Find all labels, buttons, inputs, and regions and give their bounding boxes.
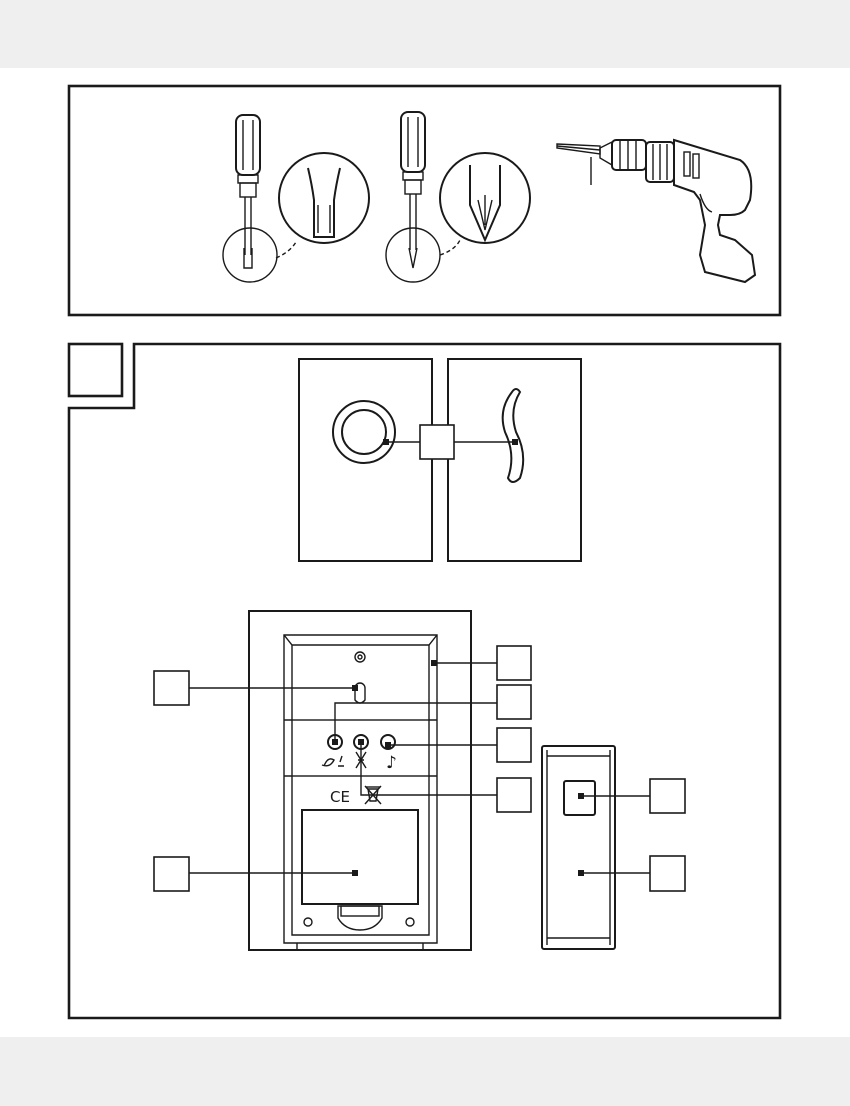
callout-housing	[496, 645, 532, 681]
music-note-icon: ♪	[386, 753, 397, 773]
transmitter-button	[563, 780, 596, 816]
ce-mark: CE	[330, 788, 350, 806]
transmitter-outline	[541, 745, 616, 950]
callout-transmitter-button	[649, 778, 686, 814]
phillips-screwdriver-icon	[385, 111, 531, 283]
callout-battery-lid	[153, 856, 190, 892]
detail-inset	[298, 358, 582, 562]
callout-pairing-button	[496, 777, 532, 813]
bottom-margin-band	[0, 1037, 850, 1106]
parts-panel: ♪ CE	[67, 342, 782, 1020]
transmitter-view	[541, 745, 616, 950]
adhesive-strip	[501, 388, 525, 483]
detail-callout	[419, 424, 455, 460]
callout-transmitter-body	[649, 855, 686, 892]
battery-compartment-lid	[301, 809, 419, 905]
tools-panel	[67, 84, 782, 317]
callout-keyhole	[153, 670, 190, 706]
screw-left-icon	[303, 917, 313, 927]
adhesive-ring-outer	[332, 400, 396, 464]
drill-icon	[556, 138, 757, 284]
receiver-outline	[248, 610, 472, 951]
callout-volume-button	[496, 684, 532, 720]
figure-number-box	[67, 342, 124, 398]
transmitter-callouts	[649, 778, 686, 892]
lid-latch	[337, 905, 383, 931]
screw-top-icon	[354, 651, 366, 663]
ring-detail-card	[298, 358, 433, 562]
parts-panel-frame	[67, 342, 782, 1020]
tools-panel-frame	[67, 84, 782, 317]
volume-symbol-icon	[321, 755, 344, 767]
screw-right-icon	[405, 917, 415, 927]
adhesive-ring-inner	[341, 409, 387, 455]
callout-melody-button	[496, 727, 532, 763]
strip-detail-card	[447, 358, 582, 562]
slotted-screwdriver-icon	[222, 114, 370, 283]
receiver-callouts	[153, 645, 532, 892]
melody-button-icon	[380, 734, 396, 750]
leader-lines	[189, 660, 650, 876]
top-margin-band	[0, 0, 850, 68]
receiver-back-view: ♪ CE	[248, 610, 472, 951]
